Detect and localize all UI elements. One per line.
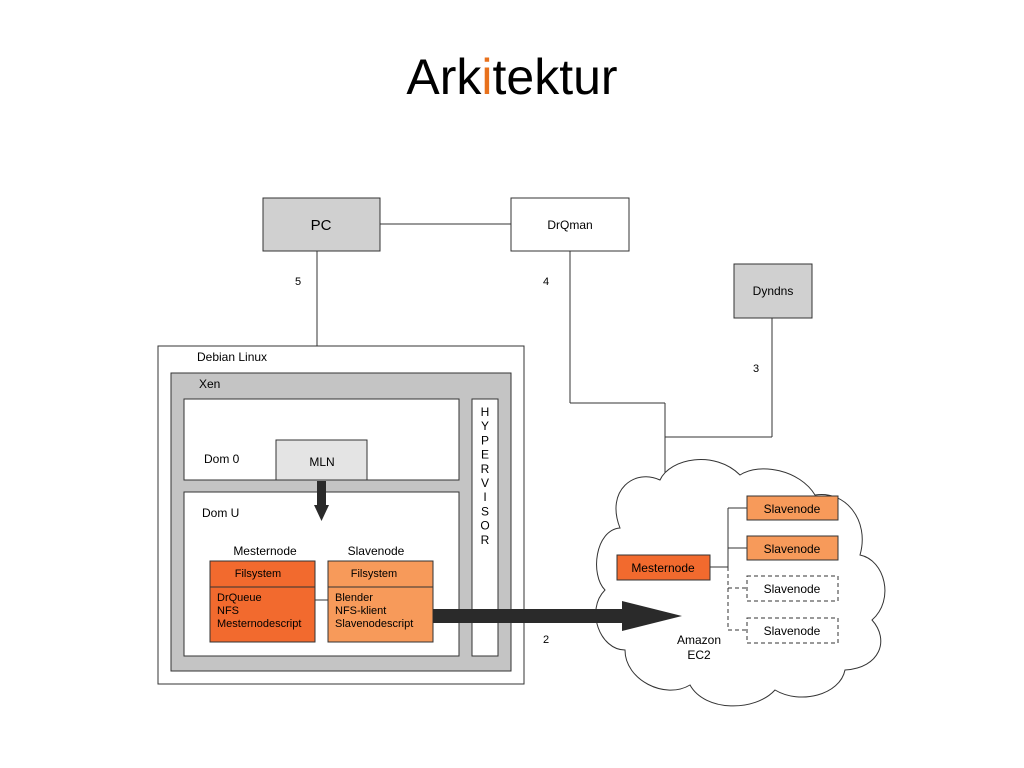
title-highlight: i [481, 49, 493, 105]
edge-label-5: 5 [295, 276, 301, 288]
domu-slavenode: Slavenode Filsystem Blender NFS-klient S… [327, 544, 434, 643]
ec2-cloud: Amazon EC2 [595, 459, 886, 707]
mln-label: MLN [309, 455, 334, 469]
domu-slavenode-title: Slavenode [348, 544, 405, 558]
domu-mesternode-title: Mesternode [233, 544, 297, 558]
xen-label: Xen [199, 377, 220, 391]
debian-label: Debian Linux [197, 350, 267, 364]
master-line-1: DrQueue [217, 592, 262, 604]
cloud-slavenode-1: Slavenode [746, 495, 839, 521]
cloud-slavenode-3-label: Slavenode [764, 582, 821, 596]
master-line-3: Mesternodescript [217, 618, 301, 630]
drqman-node: DrQman [510, 197, 630, 252]
cloud-slavenode-4: Slavenode [746, 617, 839, 644]
domu-label: Dom U [202, 506, 239, 520]
slave-filsystem: Filsystem [351, 568, 397, 580]
master-filsystem: Filsystem [235, 568, 281, 580]
edge-label-3: 3 [753, 363, 759, 375]
title-part-2: tektur [492, 49, 618, 105]
ec2-label-2: EC2 [687, 648, 711, 662]
edge-label-4: 4 [543, 276, 549, 288]
cloud-slavenode-3: Slavenode [746, 575, 839, 602]
edge-label-2: 2 [543, 634, 549, 646]
cloud-mesternode-label: Mesternode [631, 561, 695, 575]
drqman-label: DrQman [547, 218, 592, 232]
slave-line-3: Slavenodescript [335, 618, 413, 630]
cloud-mesternode: Mesternode [616, 554, 711, 581]
cloud-slavenode-2: Slavenode [746, 535, 839, 561]
slave-line-1: Blender [335, 592, 373, 604]
cloud-slavenode-4-label: Slavenode [764, 624, 821, 638]
ec2-label-1: Amazon [677, 633, 721, 647]
pc-node: PC [262, 197, 381, 252]
dyndns-node: Dyndns [733, 263, 813, 319]
mln-node: MLN [275, 439, 368, 481]
domu-to-ec2-arrow [433, 601, 682, 631]
dom0-label: Dom 0 [204, 452, 240, 466]
cloud-slavenode-2-label: Slavenode [764, 542, 821, 556]
cloud-slavenode-1-label: Slavenode [764, 502, 821, 516]
slide-title: Arkitektur [0, 52, 1024, 102]
domu-mesternode: Mesternode Filsystem DrQueue NFS Mestern… [209, 544, 316, 643]
title-part-1: Ark [406, 49, 482, 105]
dyndns-label: Dyndns [753, 284, 794, 298]
mln-domu-arrow [314, 481, 329, 521]
slave-line-2: NFS-klient [335, 605, 386, 617]
pc-label: PC [311, 217, 332, 234]
master-line-2: NFS [217, 605, 239, 617]
